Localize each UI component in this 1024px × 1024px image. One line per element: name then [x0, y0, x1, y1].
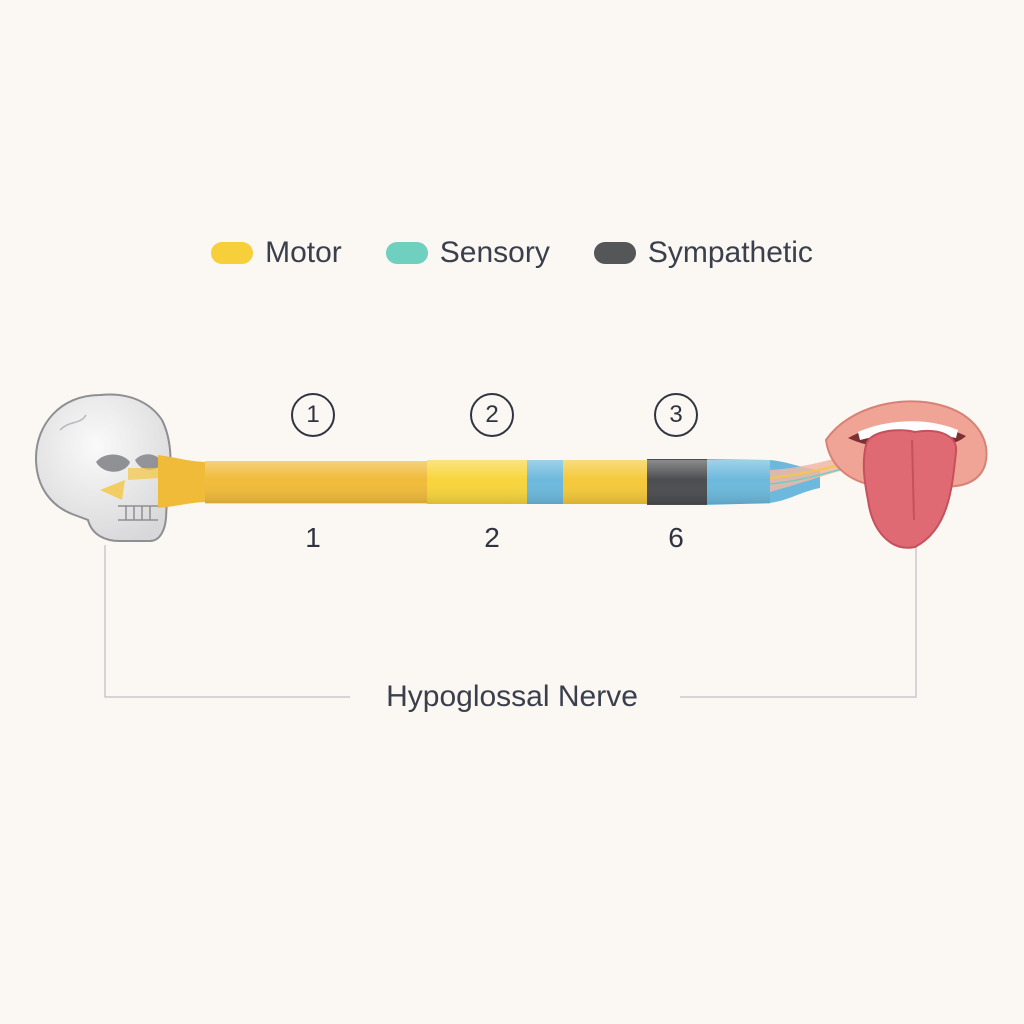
nerve-title-text: Hypoglossal Nerve — [372, 680, 652, 713]
segment-marker-1: 1 — [291, 393, 335, 437]
segment-value-1: 1 — [305, 522, 321, 553]
segment-marker-2-text: 2 — [485, 401, 499, 428]
legend-label-sympathetic: Sympathetic — [647, 236, 813, 269]
segment-value-3: 6 — [668, 522, 684, 553]
legend-item-sympathetic: Sympathetic — [593, 236, 813, 270]
segment-marker-1-text: 1 — [306, 401, 320, 428]
nerve-bracket — [104, 545, 917, 698]
segment-marker-3-text: 3 — [669, 401, 683, 428]
legend-swatch-sensory — [385, 242, 428, 264]
legend-swatch-sympathetic — [593, 242, 636, 264]
segment-marker-2: 2 — [470, 393, 514, 437]
skull-icon — [34, 393, 172, 542]
tongue-icon — [824, 400, 988, 549]
segment-marker-3: 3 — [654, 393, 698, 437]
legend-label-motor: Motor — [265, 236, 342, 269]
segment-value-2: 2 — [484, 522, 500, 553]
nerve-tube — [158, 452, 873, 508]
legend-item-motor: Motor — [211, 236, 342, 270]
legend-swatch-motor — [211, 242, 254, 264]
legend-label-sensory: Sensory — [439, 236, 550, 269]
legend-item-sensory: Sensory — [385, 236, 550, 270]
nerve-title: Hypoglossal Nerve — [0, 680, 1024, 714]
legend: Motor Sensory Sympathetic — [0, 236, 1024, 270]
